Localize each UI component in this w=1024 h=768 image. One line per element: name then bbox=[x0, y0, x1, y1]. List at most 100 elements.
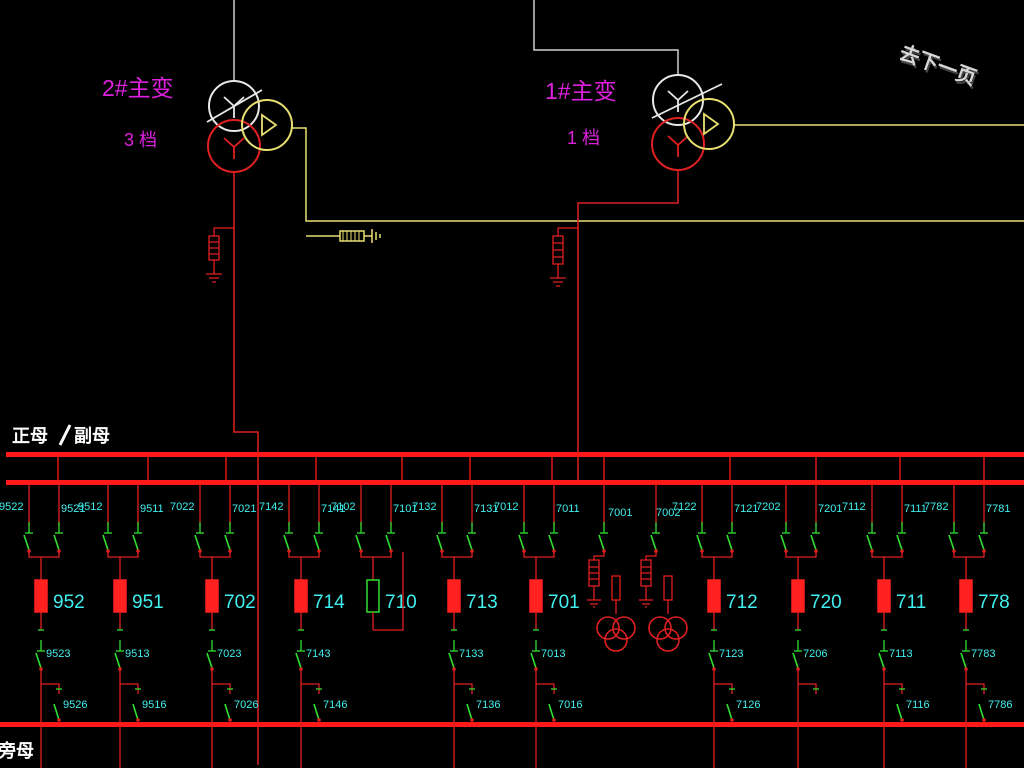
disconnect-switch-7013[interactable] bbox=[530, 640, 540, 671]
bypass-branch bbox=[120, 683, 139, 694]
switch-blade bbox=[102, 534, 109, 551]
switch-label-7143: 7143 bbox=[306, 648, 330, 660]
bypass-branch bbox=[301, 683, 320, 694]
switch-label-7132: 7132 bbox=[412, 501, 436, 513]
breaker-720[interactable] bbox=[791, 579, 805, 613]
disconnect-switch-7121[interactable] bbox=[726, 522, 736, 553]
transformer-1[interactable] bbox=[651, 74, 735, 171]
disconnect-switch-7206[interactable] bbox=[792, 640, 802, 671]
disconnect-switch-7122[interactable] bbox=[696, 522, 706, 553]
breaker-701[interactable] bbox=[529, 579, 543, 613]
breaker-778[interactable] bbox=[959, 579, 973, 613]
disconnect-switch-7143[interactable] bbox=[295, 640, 305, 671]
disconnect-switch-9512[interactable] bbox=[102, 522, 112, 553]
disconnect-switch-7123[interactable] bbox=[708, 640, 718, 671]
breaker-label-720: 720 bbox=[810, 592, 842, 613]
disconnect-switch-7021[interactable] bbox=[224, 522, 234, 553]
breaker-712[interactable] bbox=[707, 579, 721, 613]
breaker-702[interactable] bbox=[205, 579, 219, 613]
disconnect-switch-9511[interactable] bbox=[132, 522, 142, 553]
transformer-2[interactable] bbox=[206, 80, 293, 173]
breaker-710[interactable] bbox=[366, 579, 380, 613]
disconnect-switch-7111[interactable] bbox=[896, 522, 906, 553]
disconnect-switch-9522[interactable] bbox=[23, 522, 33, 553]
disconnect-switch-9523[interactable] bbox=[35, 640, 45, 671]
bypass-switch-blade bbox=[313, 703, 320, 721]
bay-loop bbox=[373, 552, 404, 631]
transformer-1-name: 1#主变 bbox=[545, 78, 617, 104]
disconnect-switch-7022[interactable] bbox=[194, 522, 204, 553]
switch-label-7002: 7002 bbox=[656, 507, 680, 519]
switch-label-7111: 7111 bbox=[904, 503, 927, 515]
breaker-label-713: 713 bbox=[466, 592, 498, 613]
neutral-line-2 bbox=[213, 227, 234, 236]
switch-label-7141: 7141 bbox=[321, 503, 345, 515]
bypass-bus-label: 旁母 bbox=[0, 740, 34, 761]
disconnect-switch-7132[interactable] bbox=[436, 522, 446, 553]
disconnect-switch-7023[interactable] bbox=[206, 640, 216, 671]
switch-blade bbox=[708, 652, 715, 669]
disconnect-switch-7142[interactable] bbox=[283, 522, 293, 553]
switch-join bbox=[953, 551, 985, 558]
disconnect-switch-7002[interactable] bbox=[650, 522, 660, 553]
switch-label-7202: 7202 bbox=[756, 501, 780, 513]
wye-symbol-icon bbox=[223, 96, 245, 118]
switch-label-9521: 9521 bbox=[61, 503, 85, 515]
switch-join bbox=[360, 551, 392, 558]
switch-blade bbox=[295, 652, 302, 669]
breaker-714[interactable] bbox=[294, 579, 308, 613]
sub-bus[interactable] bbox=[6, 480, 1024, 485]
disconnect-switch-7781[interactable] bbox=[978, 522, 988, 553]
tertiary-line bbox=[292, 127, 1024, 222]
pt-winding-icon bbox=[648, 616, 672, 640]
disconnect-switch-7141[interactable] bbox=[313, 522, 323, 553]
breaker-711[interactable] bbox=[877, 579, 891, 613]
breaker-952[interactable] bbox=[34, 579, 48, 613]
disconnect-switch-7131[interactable] bbox=[466, 522, 476, 553]
disconnect-switch-7101[interactable] bbox=[385, 522, 395, 553]
bypass-bus[interactable] bbox=[0, 722, 1024, 727]
disconnect-switch-7011[interactable] bbox=[548, 522, 558, 553]
switch-blade bbox=[283, 534, 290, 551]
switch-pivot bbox=[470, 718, 474, 722]
disconnect-switch-7783[interactable] bbox=[960, 640, 970, 671]
switch-join bbox=[871, 551, 903, 558]
transformer-1-lv-line bbox=[577, 170, 679, 482]
pt-winding-icon bbox=[656, 628, 680, 652]
disconnect-switch-7133[interactable] bbox=[448, 640, 458, 671]
switch-label-7131: 7131 bbox=[474, 503, 498, 515]
disconnect-switch-7112[interactable] bbox=[866, 522, 876, 553]
ground-icon bbox=[639, 566, 653, 608]
disconnect-switch-7782[interactable] bbox=[948, 522, 958, 553]
breaker-713[interactable] bbox=[447, 579, 461, 613]
transformer-2-name: 2#主变 bbox=[102, 75, 174, 101]
switch-label-7146: 7146 bbox=[323, 699, 347, 711]
disconnect-switch-7201[interactable] bbox=[810, 522, 820, 553]
switch-blade bbox=[696, 534, 703, 551]
switch-label-7113: 7113 bbox=[889, 648, 913, 660]
disconnect-switch-7113[interactable] bbox=[878, 640, 888, 671]
transformer-1-tap: 1 档 bbox=[567, 128, 600, 148]
switch-blade bbox=[810, 534, 817, 551]
bypass-switch-blade bbox=[896, 703, 903, 721]
disconnect-switch-9521[interactable] bbox=[53, 522, 63, 553]
bypass-branch bbox=[41, 683, 60, 694]
switch-label-9516: 9516 bbox=[142, 699, 166, 711]
transformer-tertiary-winding-icon bbox=[241, 99, 293, 151]
bypass-switch-blade bbox=[132, 703, 139, 721]
disconnect-switch-7102[interactable] bbox=[355, 522, 365, 553]
disconnect-switch-7202[interactable] bbox=[780, 522, 790, 553]
next-page-button[interactable]: 去下一页 去下一页 bbox=[896, 40, 982, 92]
disconnect-switch-9513[interactable] bbox=[114, 640, 124, 671]
tap-changer-arrow-icon bbox=[651, 83, 723, 119]
switch-blade bbox=[385, 534, 392, 551]
main-bus[interactable] bbox=[6, 452, 1024, 457]
disconnect-switch-7001[interactable] bbox=[598, 522, 608, 553]
wye-symbol-icon bbox=[223, 137, 245, 159]
disconnect-switch-7012[interactable] bbox=[518, 522, 528, 553]
breaker-951[interactable] bbox=[113, 579, 127, 613]
pt-winding-icon bbox=[612, 616, 636, 640]
